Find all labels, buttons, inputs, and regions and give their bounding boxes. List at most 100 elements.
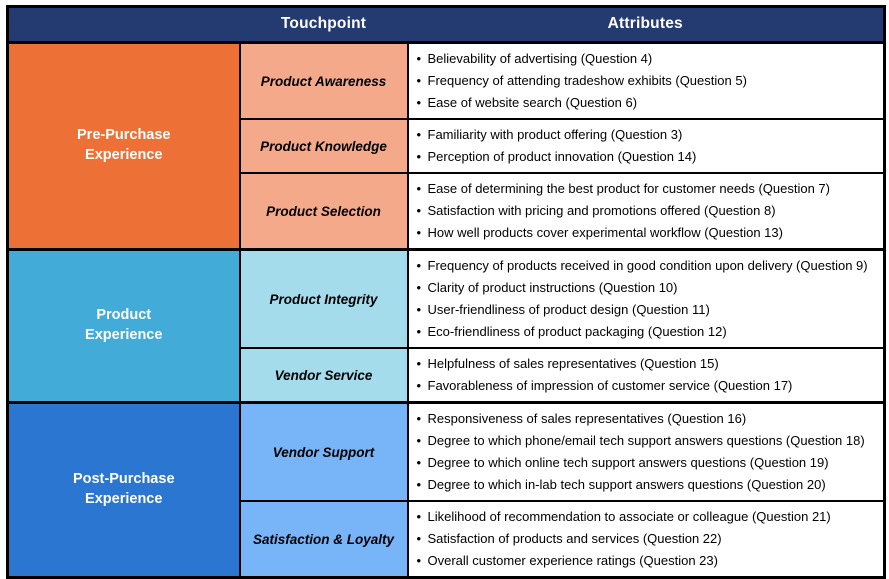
attribute-item: • User-friendliness of product design (Qu… — [417, 299, 884, 321]
experience-stage-label-line1: Post-Purchase — [72, 471, 175, 488]
header-blank-cell — [7, 6, 240, 43]
attributes-cell: •Ease of determining the best product fo… — [407, 173, 885, 251]
experience-stage-label-line2: Experience — [85, 327, 163, 343]
attribute-text: Responsiveness of sales representatives … — [427, 411, 747, 426]
bullet-icon: • — [416, 378, 422, 393]
attribute-item: • Eco-friendliness of product packaging (… — [417, 321, 884, 343]
attribute-text: Frequency of attending tradeshow exhibit… — [427, 73, 747, 88]
touchpoint-label: Product Awareness — [239, 41, 409, 120]
header-attributes: Attributes — [407, 6, 885, 43]
attributes-cell: • Familiarity with product offering (Ques… — [407, 119, 885, 174]
attribute-list: • Familiarity with product offering (Ques… — [417, 124, 884, 168]
attribute-item: • How well products cover experimental wo… — [417, 222, 884, 244]
attribute-item: • Believability of advertising (Question … — [417, 48, 884, 70]
attribute-text: Degree to which phone/email tech support… — [427, 433, 865, 448]
attributes-cell: • Believability of advertising (Question … — [407, 41, 885, 120]
experience-stage-label-line1: Pre-Purchase — [77, 127, 171, 144]
experience-stage-label-line1: Product — [96, 307, 152, 324]
attribute-text: Degree to which online tech support answ… — [427, 455, 829, 470]
attribute-item: • Overall customer experience ratings (Qu… — [417, 550, 884, 572]
attribute-item: • Perception of product innovation (Quest… — [417, 146, 884, 168]
attribute-text: Believability of advertising (Question 4… — [427, 51, 653, 66]
attribute-text: Overall customer experience ratings (Que… — [427, 553, 718, 568]
bullet-icon: • — [416, 509, 422, 524]
touchpoint-row: Vendor Service • Helpfulness of sales repr… — [8, 348, 885, 404]
bullet-icon: • — [416, 411, 422, 426]
attribute-text: Helpfulness of sales representatives (Qu… — [427, 356, 719, 371]
bullet-icon: • — [416, 455, 422, 470]
attribute-item: • Helpfulness of sales representatives (Q… — [417, 353, 884, 375]
bullet-icon: • — [416, 149, 422, 164]
attributes-cell: • Responsiveness of sales representatives… — [407, 401, 885, 502]
attribute-text: Ease of website search (Question 6) — [427, 95, 638, 110]
bullet-icon: • — [416, 280, 422, 295]
bullet-icon: • — [416, 225, 422, 240]
attribute-text: How well products cover experimental wor… — [427, 225, 783, 240]
bullet-icon: • — [416, 203, 422, 218]
bullet-icon: • — [416, 302, 422, 317]
attribute-item: • Favorableness of impression of customer… — [417, 375, 884, 397]
attribute-text: Satisfaction of products and services (Q… — [427, 531, 722, 546]
bullet-icon: • — [416, 433, 422, 448]
attribute-text: Frequency of products received in good c… — [427, 258, 868, 273]
attribute-item: • Satisfaction with pricing and promotion… — [417, 200, 884, 222]
bullet-icon: • — [416, 127, 422, 142]
bullet-icon: • — [416, 553, 422, 568]
touchpoint-label: Vendor Support — [239, 401, 409, 502]
bullet-icon: • — [416, 324, 422, 339]
attribute-list: •Ease of determining the best product fo… — [417, 178, 884, 244]
attribute-item: • Responsiveness of sales representatives… — [417, 408, 884, 430]
attribute-text: Familiarity with product offering (Quest… — [427, 127, 683, 142]
touchpoint-label: Product Knowledge — [239, 119, 409, 174]
attribute-item: • Familiarity with product offering (Ques… — [417, 124, 884, 146]
experience-stage-label-line2: Experience — [85, 147, 163, 163]
bullet-icon: • — [416, 95, 422, 110]
attribute-text: Likelihood of recommendation to associat… — [427, 509, 831, 524]
attribute-list: • Responsiveness of sales representatives… — [417, 408, 884, 496]
attribute-item: • Satisfaction of products and services (… — [417, 528, 884, 550]
attribute-item: • Frequency of products received in good … — [417, 255, 884, 277]
attribute-list: • Likelihood of recommendation to associa… — [417, 506, 884, 572]
bullet-icon: • — [416, 258, 422, 273]
attribute-text: User-friendliness of product design (Que… — [427, 302, 710, 317]
attribute-text: Favorableness of impression of customer … — [427, 378, 793, 393]
touchpoint-row: Product Selection •Ease of determining th… — [8, 173, 885, 251]
touchpoint-row: Product Knowledge • Familiarity with produ… — [8, 119, 885, 174]
attribute-item: •Ease of determining the best product fo… — [417, 178, 884, 200]
attributes-cell: • Helpfulness of sales representatives (Q… — [407, 348, 885, 404]
attribute-text: Satisfaction with pricing and promotions… — [427, 203, 776, 218]
bullet-icon: • — [416, 356, 422, 371]
attribute-item: • Frequency of attending tradeshow exhibi… — [417, 70, 884, 92]
attribute-text: Degree to which in-lab tech support answ… — [427, 477, 826, 492]
attribute-item: • Degree to which online tech support ans… — [417, 452, 884, 474]
bullet-icon: • — [416, 51, 422, 66]
touchpoint-label: Vendor Service — [239, 348, 409, 404]
attribute-text: Perception of product innovation (Questi… — [427, 149, 697, 164]
bullet-icon: • — [416, 73, 422, 88]
touchpoint-label: Product Selection — [239, 173, 409, 251]
attribute-item: •Clarity of product instructions (Questi… — [417, 277, 884, 299]
attribute-item: • Likelihood of recommendation to associa… — [417, 506, 884, 528]
attribute-list: • Helpfulness of sales representatives (Q… — [417, 353, 884, 397]
attribute-item: • Degree to which phone/email tech suppor… — [417, 430, 884, 452]
header-touchpoint: Touchpoint — [239, 6, 408, 43]
attributes-cell: • Likelihood of recommendation to associa… — [407, 501, 885, 579]
attributes-cell: • Frequency of products received in good … — [407, 248, 885, 349]
attribute-text: Eco-friendliness of product packaging (Q… — [427, 324, 727, 339]
bullet-icon: • — [416, 531, 422, 546]
experience-stage-label-line2: Experience — [85, 491, 163, 507]
attribute-list: • Frequency of products received in good … — [417, 255, 884, 343]
bullet-icon: • — [416, 477, 422, 492]
bullet-icon: • — [416, 181, 422, 196]
attribute-item: • Degree to which in-lab tech support ans… — [417, 474, 884, 496]
touchpoint-label: Product Integrity — [239, 248, 409, 349]
